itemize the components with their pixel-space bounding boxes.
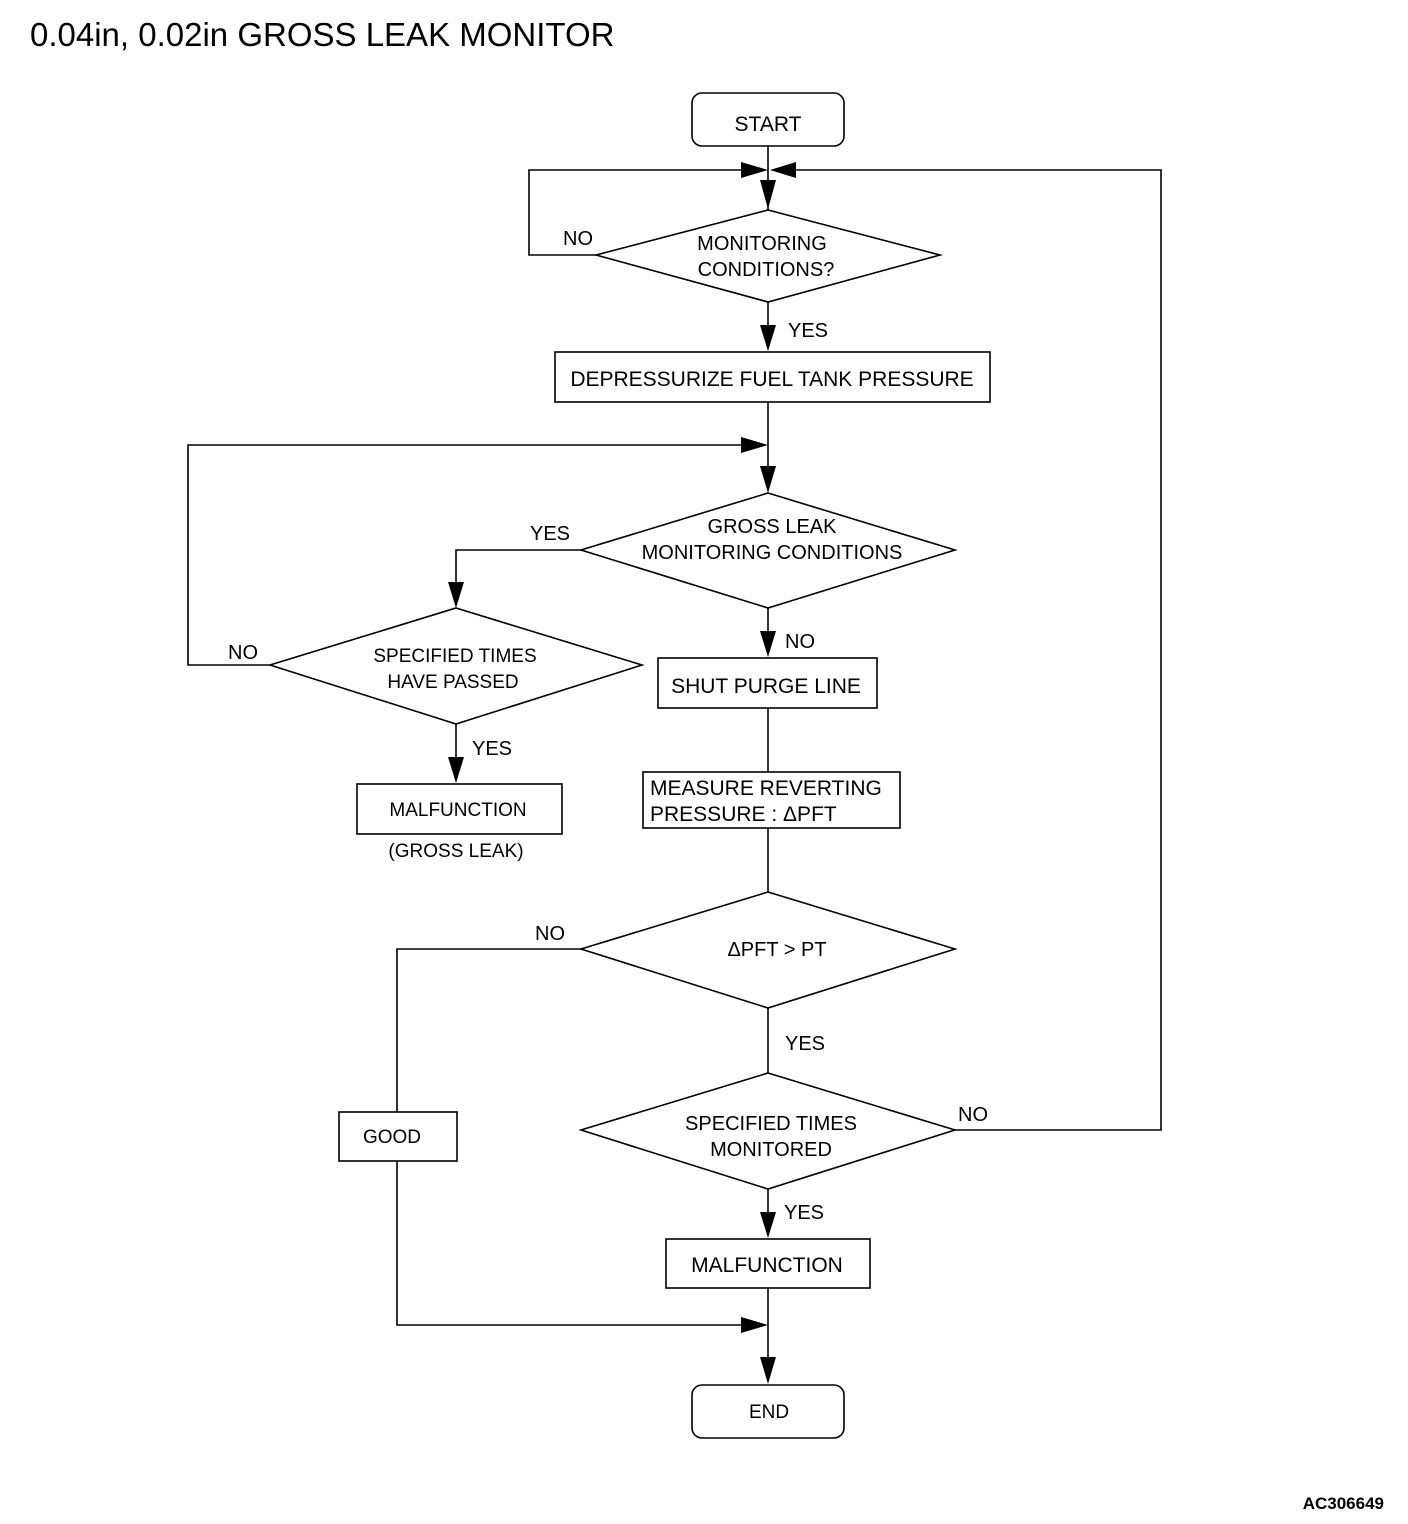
process-text: MALFUNCTION <box>389 800 526 821</box>
arrowhead-down <box>760 631 776 657</box>
page-title: 0.04in, 0.02in GROSS LEAK MONITOR <box>30 16 615 53</box>
process-depressurize: DEPRESSURIZE FUEL TANK PRESSURE <box>554 351 991 403</box>
arrowheads <box>448 162 796 1384</box>
arrowhead-down <box>448 582 464 608</box>
arrowhead-right <box>741 437 768 453</box>
decision-text-line2: CONDITIONS? <box>698 259 835 281</box>
process-measure-pressure: MEASURE REVERTING PRESSURE : ΔPFT <box>642 771 901 829</box>
process-malfunction: MALFUNCTION <box>665 1238 871 1289</box>
arrowhead-down <box>760 466 776 493</box>
start-label: START <box>735 113 802 136</box>
decision-text-line2: MONITORED <box>710 1139 832 1161</box>
no-label: NO <box>563 228 593 250</box>
process-malfunction-gross-leak: MALFUNCTION (GROSS LEAK) <box>356 783 563 862</box>
yes-label: YES <box>530 523 570 545</box>
decision-text-line1: SPECIFIED TIMES <box>685 1113 857 1135</box>
process-text: SHUT PURGE LINE <box>671 675 861 698</box>
connector-dpft-no <box>396 948 581 1112</box>
process-good: GOOD <box>338 1111 458 1162</box>
process-text-line2: PRESSURE : ΔPFT <box>650 803 837 826</box>
process-shut-purge-line: SHUT PURGE LINE <box>657 657 878 709</box>
decision-dpft-check: ΔPFT > PT <box>578 891 958 1009</box>
arrowhead-down <box>448 757 464 783</box>
process-text: GOOD <box>363 1127 421 1148</box>
connector-passed-no-loop <box>187 444 742 666</box>
decision-specified-times-passed: SPECIFIED TIMES HAVE PASSED <box>267 607 645 725</box>
yes-label: YES <box>788 320 828 342</box>
decision-text-line1: MONITORING <box>697 233 827 255</box>
end-label: END <box>749 1402 789 1423</box>
process-text-line1: MEASURE REVERTING <box>650 777 882 800</box>
connector-grossleak-yes <box>455 549 581 585</box>
arrowhead-down <box>760 180 776 209</box>
arrowhead-down <box>760 325 776 351</box>
decision-text-line2: HAVE PASSED <box>387 672 518 693</box>
branch-labels: NO YES YES NO NO YES NO YES NO YES <box>228 228 988 1224</box>
arrowhead-right <box>741 162 768 178</box>
arrowhead-left <box>770 162 796 178</box>
arrowhead-down <box>760 1357 776 1384</box>
decision-gross-leak-conditions: GROSS LEAK MONITORING CONDITIONS <box>578 492 958 609</box>
arrowhead-right <box>741 1317 768 1333</box>
decision-text-line1: SPECIFIED TIMES <box>373 646 536 667</box>
figure-id: AC306649 <box>1302 1494 1384 1513</box>
decision-text-line2: MONITORING CONDITIONS <box>642 542 903 564</box>
arrowhead-down <box>760 1212 776 1238</box>
no-label: NO <box>785 631 815 653</box>
decision-monitoring-conditions: MONITORING CONDITIONS? <box>592 209 944 303</box>
process-text: DEPRESSURIZE FUEL TANK PRESSURE <box>570 368 973 391</box>
decision-text-line1: GROSS LEAK <box>708 516 838 538</box>
connectors <box>187 146 1162 1360</box>
node-start: START <box>691 92 845 147</box>
connector-monitored-no-loop <box>794 169 1162 1131</box>
connector-monitoring-no-loop <box>528 169 742 256</box>
yes-label: YES <box>472 738 512 760</box>
node-end: END <box>691 1384 845 1439</box>
no-label: NO <box>535 923 565 945</box>
decision-specified-times-monitored: SPECIFIED TIMES MONITORED <box>578 1072 958 1190</box>
yes-label: YES <box>784 1202 824 1224</box>
yes-label: YES <box>785 1033 825 1055</box>
no-label: NO <box>958 1104 988 1126</box>
connector-good-down <box>396 1161 742 1326</box>
process-text: MALFUNCTION <box>691 1254 843 1277</box>
decision-text: ΔPFT > PT <box>727 939 826 961</box>
no-label: NO <box>228 642 258 664</box>
gross-leak-note: (GROSS LEAK) <box>388 841 523 862</box>
